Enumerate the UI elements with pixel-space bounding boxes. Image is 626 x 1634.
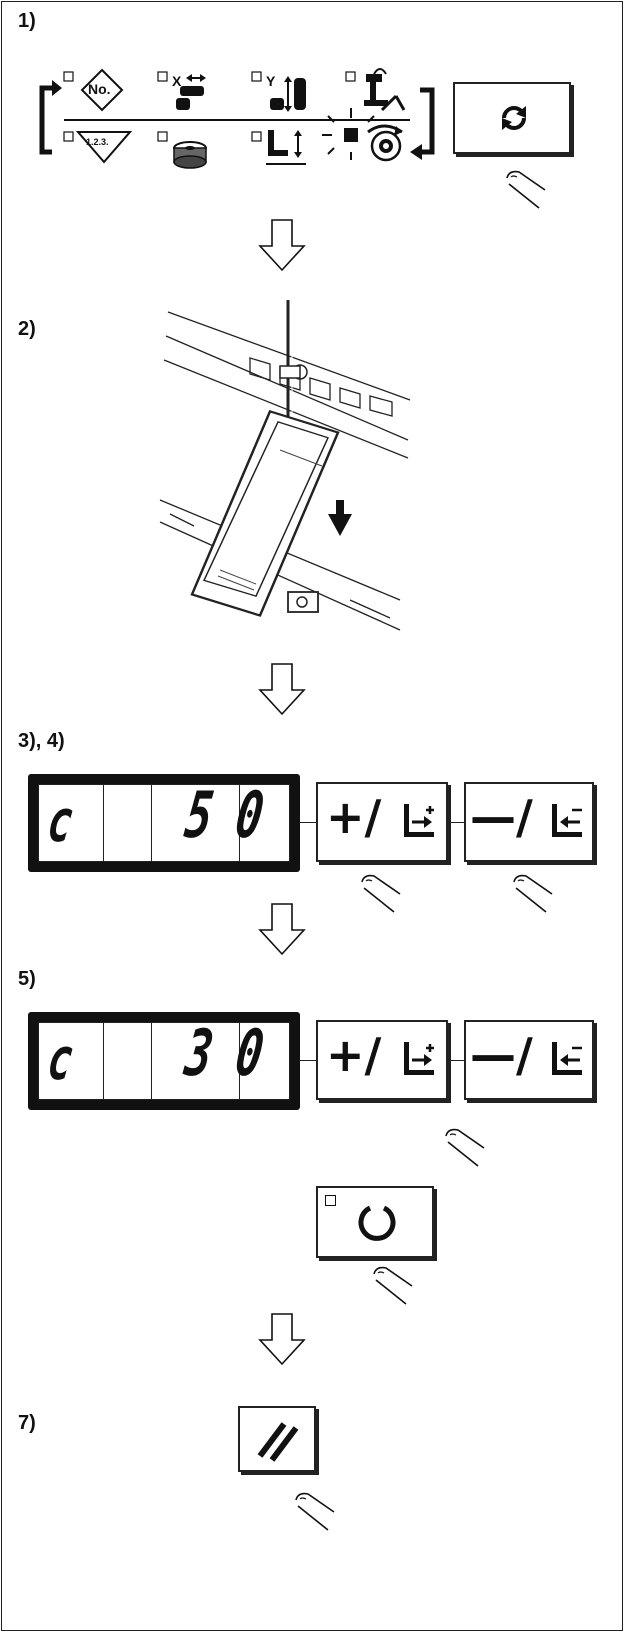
finger-press-icon: [373, 1266, 413, 1305]
step-label-7: 7): [18, 1412, 36, 1434]
finger-press-icon: [361, 874, 401, 913]
down-arrow-icon: [258, 1313, 306, 1366]
lcd-display-1: c 50: [28, 774, 300, 872]
needle-minus-icon: [552, 1042, 582, 1075]
finger-press-icon: [506, 170, 546, 209]
minus-symbol: —/: [470, 790, 533, 844]
ready-key[interactable]: [316, 1186, 434, 1258]
x-label: X: [172, 73, 182, 89]
needle-plus-icon: [404, 804, 434, 837]
ready-circle-icon: [358, 1205, 396, 1241]
finger-press-icon: [295, 1492, 335, 1531]
reset-slash-icon: [257, 1422, 299, 1462]
plus-key[interactable]: +/: [316, 782, 448, 862]
ready-led: [325, 1195, 336, 1206]
seq-label: 1.2.3.: [86, 137, 109, 147]
cycle-key[interactable]: [453, 82, 571, 154]
finger-press-icon: [445, 1128, 485, 1167]
lcd-value: 30: [180, 1017, 292, 1091]
down-arrow-icon: [258, 903, 306, 956]
minus-key[interactable]: —/: [464, 1020, 594, 1100]
plus-key[interactable]: +/: [316, 1020, 448, 1100]
no-label: No.: [88, 81, 111, 97]
down-arrow-icon: [258, 663, 306, 716]
down-arrow-icon: [258, 219, 306, 272]
plus-symbol: +/: [326, 1028, 382, 1082]
step-label-1: 1): [18, 10, 36, 32]
lcd-mode: c: [43, 1027, 78, 1094]
operation-panel-icons: No. 1.2.3. X Y: [39, 68, 435, 169]
minus-symbol: —/: [470, 1028, 533, 1082]
minus-key[interactable]: —/: [464, 782, 594, 862]
pedal-illustration: [159, 300, 411, 631]
lcd-display-2: c 30: [28, 1012, 300, 1110]
needle-plus-icon: [404, 1042, 434, 1075]
plus-symbol: +/: [326, 790, 382, 844]
step-label-2: 2): [18, 318, 36, 340]
y-label: Y: [266, 73, 276, 89]
needle-minus-icon: [552, 804, 582, 837]
lcd-mode: c: [43, 789, 78, 856]
cycle-arrows-icon: [502, 106, 526, 130]
step-label-34: 3), 4): [18, 730, 65, 752]
finger-press-icon: [513, 874, 553, 913]
step-label-5: 5): [18, 968, 36, 990]
lcd-value: 50: [180, 779, 292, 853]
reset-key[interactable]: [238, 1406, 316, 1472]
